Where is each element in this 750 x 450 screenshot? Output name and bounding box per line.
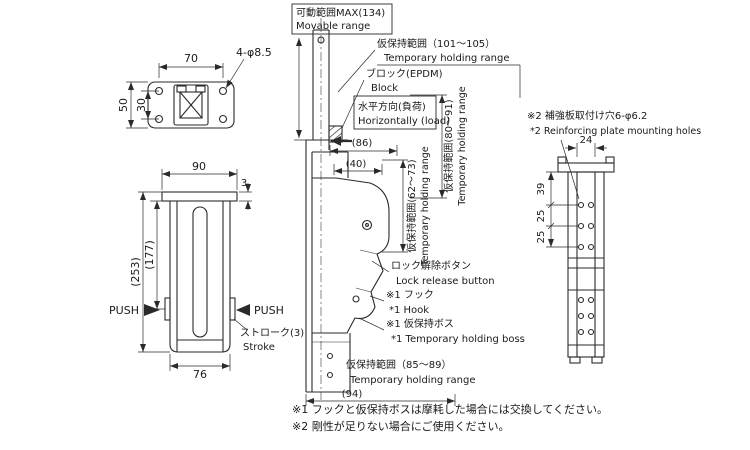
footnote-1: ※1 フックと仮保持ボスは摩耗した場合には交換してください。 — [292, 402, 608, 416]
boss-label-en: *1 Temporary holding boss — [391, 334, 525, 345]
dim-70-label: 70 — [184, 52, 198, 65]
temp-range-101-label-en: Temporary holding range — [383, 53, 510, 64]
dim-50-label: 50 — [117, 98, 130, 112]
dim-76-label: 76 — [193, 368, 207, 381]
temp-range-85-label-jp: 仮保持範囲（85～89） — [346, 358, 451, 371]
reinforce-holes-label-en: *2 Reinforcing plate mounting holes — [530, 126, 701, 137]
temp-range-62-label-en: Temporary holding range — [420, 146, 431, 266]
load-label-jp: 水平方向(負荷) — [358, 100, 426, 113]
front-view-part — [161, 191, 238, 353]
right-view-part — [557, 156, 615, 364]
temp-range-101-label-jp: 仮保持範囲（101～105） — [377, 37, 495, 50]
right-view-dimensions — [546, 139, 607, 248]
block-label-jp: ブロック(EPDM) — [366, 67, 443, 80]
temp-range-80-label-jp: 仮保持範囲(80～91) — [442, 99, 455, 192]
dim-30-label: 30 — [135, 98, 148, 112]
temp-range-80-label-en: Temporary holding range — [457, 86, 468, 206]
dim-90-label: 90 — [192, 160, 206, 173]
temp-range-62-label-jp: 仮保持範囲(62～73) — [405, 159, 418, 252]
block-label-en: Block — [371, 83, 398, 94]
reinforce-holes-label-jp: ※2 補強板取付け穴6-φ6.2 — [527, 109, 647, 122]
movable-range-label-en: Movable range — [296, 21, 370, 32]
dim-3-label: 3 — [241, 178, 247, 189]
stroke-label-jp: ストローク(3) — [240, 327, 304, 339]
plan-view-dimensions — [126, 58, 245, 129]
dim-40-label: (40) — [346, 159, 367, 170]
load-label-en: Horizontally (load) — [358, 116, 450, 127]
dim-holes-label: 4-φ8.5 — [236, 46, 272, 59]
plan-view-part — [147, 81, 235, 129]
hook-label-en: *1 Hook — [389, 305, 429, 316]
side-view-dimensions — [291, 3, 521, 406]
footnote-2: ※2 剛性が足りない場合にご使用ください。 — [292, 419, 510, 433]
dim-25b-label: 25 — [536, 231, 547, 244]
hook-label-jp: ※1 フック — [386, 289, 434, 301]
temp-range-85-label-en: Temporary holding range — [349, 375, 476, 386]
dim-39-label: 39 — [536, 183, 547, 196]
dim-86-label: (86) — [352, 138, 373, 149]
stroke-label-en: Stroke — [243, 342, 275, 353]
front-view-dimensions — [138, 169, 252, 371]
movable-range-label-jp: 可動範囲MAX(134) — [296, 6, 385, 19]
dim-177-label: (177) — [143, 240, 156, 270]
lock-release-label-jp: ロック解除ボタン — [391, 259, 471, 272]
lock-release-label-en: Lock release button — [396, 276, 495, 287]
push-left-label: PUSH — [109, 304, 139, 317]
dim-94-label: (94) — [342, 389, 363, 400]
push-arrow-right-icon — [236, 304, 250, 316]
push-arrow-left-icon — [144, 304, 160, 316]
boss-label-jp: ※1 仮保持ボス — [386, 317, 454, 330]
dim-24-label: 24 — [580, 135, 593, 146]
dim-25a-label: 25 — [536, 210, 547, 223]
push-right-label: PUSH — [254, 304, 284, 317]
dim-253-label: (253) — [129, 257, 142, 287]
